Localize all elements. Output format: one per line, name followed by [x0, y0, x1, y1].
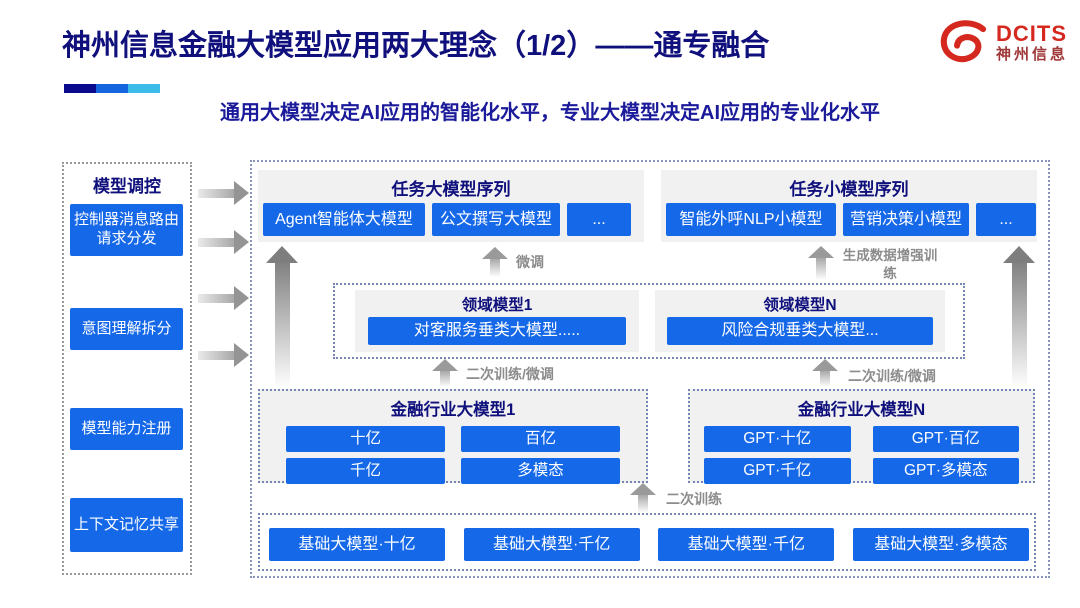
- model-node-100b: 千亿: [286, 458, 445, 484]
- industry-model-1-section: 金融行业大模型1 十亿 百亿 千亿 多模态: [258, 389, 648, 484]
- section-title: 任务小模型序列: [789, 180, 909, 199]
- model-node-foundation-1b: 基础大模型·十亿: [269, 528, 445, 561]
- section-title: 领域模型N: [763, 297, 837, 314]
- model-node-document-writing: 公文撰写大模型: [432, 203, 560, 236]
- accent-segment: [96, 84, 128, 93]
- model-node-1b: 十亿: [286, 426, 445, 452]
- label-finetune: 微调: [516, 254, 544, 270]
- model-node-more: ...: [976, 203, 1036, 236]
- arrow-right-icon: [198, 230, 249, 254]
- section-title: 任务大模型序列: [391, 180, 511, 199]
- model-node-more: ...: [567, 203, 631, 236]
- label-retrain-finetune-left: 二次训练/微调: [466, 366, 554, 382]
- accent-segment: [128, 84, 160, 93]
- model-control-panel: 模型调控 控制器消息路由请求分发 意图理解拆分 模型能力注册 上下文记忆共享: [62, 162, 192, 575]
- logo-brand-cn-text: 神州信息: [996, 45, 1069, 63]
- dcits-swirl-icon: [940, 20, 987, 63]
- arrow-up-tall-icon: [266, 246, 298, 389]
- task-small-model-section: 任务小模型序列 智能外呼NLP小模型 营销决策小模型 ...: [661, 170, 1037, 242]
- section-title: 金融行业大模型N: [797, 401, 926, 419]
- industry-model-1-grid: 十亿 百亿 千亿 多模态: [286, 426, 620, 484]
- model-node-gpt-100b: GPT·千亿: [704, 458, 851, 484]
- accent-segment: [64, 84, 96, 93]
- arrow-up-icon: [808, 246, 834, 280]
- model-node-10b: 百亿: [461, 426, 620, 452]
- arrow-right-icon: [198, 286, 249, 310]
- model-node-marketing-decision: 营销决策小模型: [843, 203, 969, 236]
- section-title: 领域模型1: [461, 297, 533, 314]
- model-node-agent: Agent智能体大模型: [263, 203, 425, 236]
- industry-model-n-section: 金融行业大模型N GPT·十亿 GPT·百亿 GPT·千亿 GPT·多模态: [688, 389, 1035, 484]
- arrow-up-icon: [812, 359, 838, 387]
- task-large-model-row: Agent智能体大模型 公文撰写大模型 ...: [263, 203, 631, 236]
- model-node-gpt-multimodal: GPT·多模态: [872, 458, 1019, 484]
- foundation-model-row: 基础大模型·十亿 基础大模型·千亿 基础大模型·千亿 基础大模型·多模态: [269, 528, 1029, 561]
- page-title: 神州信息金融大模型应用两大理念（1/2）——通专融合: [62, 30, 770, 62]
- model-node-gpt-1b: GPT·十亿: [704, 426, 851, 452]
- sidebar-title: 模型调控: [93, 177, 161, 196]
- model-node-risk-compliance: 风险合规垂类大模型...: [667, 317, 933, 345]
- sidebar-item-message-routing: 控制器消息路由请求分发: [70, 204, 183, 256]
- sidebar-item-context-share: 上下文记忆共享: [70, 498, 183, 552]
- sidebar-item-intent-split: 意图理解拆分: [70, 308, 183, 350]
- arrow-up-icon: [482, 247, 508, 277]
- section-title: 金融行业大模型1: [390, 401, 516, 419]
- model-node-outbound-nlp: 智能外呼NLP小模型: [666, 203, 836, 236]
- model-node-customer-service: 对客服务垂类大模型.....: [368, 317, 626, 345]
- task-small-model-row: 智能外呼NLP小模型 营销决策小模型 ...: [666, 203, 1036, 236]
- model-node-foundation-100b-2: 基础大模型·千亿: [658, 528, 835, 561]
- model-node-foundation-100b: 基础大模型·千亿: [463, 528, 640, 561]
- arrow-right-icon: [198, 181, 249, 205]
- model-node-gpt-10b: GPT·百亿: [872, 426, 1019, 452]
- model-node-foundation-multimodal: 基础大模型·多模态: [852, 528, 1029, 561]
- sidebar-item-capability-register: 模型能力注册: [70, 408, 183, 450]
- foundation-model-section: 基础大模型·十亿 基础大模型·千亿 基础大模型·千亿 基础大模型·多模态: [258, 513, 1036, 571]
- arrow-right-icon: [198, 343, 249, 367]
- logo-brand-text: DCITS: [996, 21, 1067, 47]
- slide-subtitle: 通用大模型决定AI应用的智能化水平，专业大模型决定AI应用的专业化水平: [220, 102, 880, 124]
- logo-text: DCITS 神州信息: [996, 22, 1068, 63]
- label-retrain: 二次训练: [666, 491, 722, 507]
- arrow-up-icon: [630, 483, 656, 513]
- dcits-logo: DCITS 神州信息: [938, 20, 1068, 66]
- industry-model-n-grid: GPT·十亿 GPT·百亿 GPT·千亿 GPT·多模态: [704, 426, 1019, 484]
- label-gen-data-training: 生成数据增强训练: [842, 248, 938, 281]
- arrow-up-tall-icon: [1003, 246, 1035, 389]
- task-large-model-section: 任务大模型序列 Agent智能体大模型 公文撰写大模型 ...: [258, 170, 644, 242]
- model-node-multimodal: 多模态: [461, 458, 620, 484]
- domain-model-1-section: 领域模型1 对客服务垂类大模型.....: [355, 290, 639, 352]
- domain-model-n-section: 领域模型N 风险合规垂类大模型...: [655, 290, 945, 352]
- arrow-up-icon: [432, 359, 458, 387]
- title-accent-bar: [64, 84, 160, 93]
- label-retrain-finetune-right: 二次训练/微调: [848, 368, 936, 384]
